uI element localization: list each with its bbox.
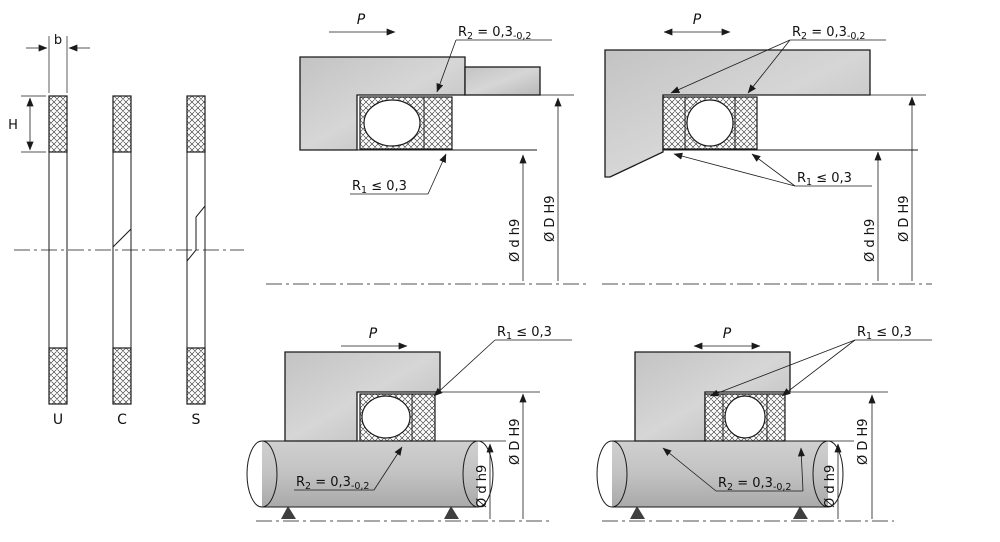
leader-line: [709, 339, 856, 397]
leader-line: [673, 152, 796, 187]
r1-label: R1 ≤ 0,3: [352, 179, 407, 196]
shaft-break-mark: [444, 506, 459, 519]
cut-line: [112, 228, 132, 248]
leader-line: [781, 339, 856, 397]
rod-diameter-label: Ø d h9: [823, 465, 838, 508]
pressure-label: P: [357, 12, 366, 28]
gland-section: [464, 66, 541, 96]
rod-body: [612, 441, 828, 507]
profile-u: U: [48, 95, 68, 428]
bore-diameter-label: Ø D H9: [897, 195, 912, 242]
housing-section: [284, 351, 441, 442]
shaft-break-mark: [630, 506, 645, 519]
r1-annotation: R1 ≤ 0,3: [350, 153, 447, 196]
rod-body: [262, 441, 478, 507]
seal-diagram-housing-single: P R2 = 0,3-0,2 R1 ≤ 0,3 Ø d h9 Ø D H9: [266, 12, 586, 285]
bore-diameter-label: Ø D H9: [508, 418, 523, 465]
seal-diagram-shaft-single: P R1 ≤ 0,3 R2 = 0,3-0,2 Ø d h9: [246, 325, 572, 522]
leader-line: [433, 339, 496, 397]
o-ring: [686, 99, 734, 147]
dim-bore-diameter: Ø D H9: [856, 394, 876, 519]
dimension-b: b: [26, 33, 90, 93]
ring-section: [186, 347, 206, 405]
leader-line: [436, 39, 457, 93]
o-ring: [363, 99, 421, 147]
profile-s: S: [186, 95, 206, 428]
dim-rod-diameter: Ø d h9: [823, 443, 842, 519]
r1-label: R1 ≤ 0,3: [497, 325, 552, 342]
rod-diameter-label: Ø d h9: [863, 219, 878, 262]
pressure-label: P: [723, 326, 732, 342]
leader-line: [797, 447, 805, 492]
width-label: b: [54, 33, 62, 48]
rod: [246, 440, 494, 508]
rod-diameter-label: Ø d h9: [475, 465, 490, 508]
r1-label: R1 ≤ 0,3: [797, 171, 852, 188]
r1-annotation: R1 ≤ 0,3: [709, 325, 932, 397]
profile-c: C: [112, 95, 132, 428]
dim-bore-diameter: Ø D H9: [897, 96, 916, 281]
r2-label: R2 = 0,3-0,2: [718, 476, 791, 493]
shaft-break-mark: [793, 506, 808, 519]
r2-annotation: R2 = 0,3-0,2: [670, 25, 886, 94]
ring-section: [112, 95, 132, 153]
shaft-break-mark: [281, 506, 296, 519]
r1-label: R1 ≤ 0,3: [857, 325, 912, 342]
profile-label-s: S: [192, 412, 201, 428]
ring-section: [48, 95, 68, 153]
r1-annotation: R1 ≤ 0,3: [673, 152, 872, 188]
r2-label: R2 = 0,3-0,2: [458, 25, 531, 42]
profile-section: b H U C: [8, 33, 244, 428]
bore-diameter-label: Ø D H9: [543, 195, 558, 242]
ring-section: [48, 347, 68, 405]
pressure-label: P: [693, 12, 702, 28]
cut-line: [186, 205, 206, 262]
r2-annotation: R2 = 0,3-0,2: [662, 447, 805, 493]
leader-line: [427, 153, 447, 195]
seal-diagram-shaft-double: P R1 ≤ 0,3 R2 = 0,3-0,2: [596, 325, 932, 522]
r1-annotation: R1 ≤ 0,3: [433, 325, 572, 397]
dim-rod-diameter: Ø d h9: [508, 154, 527, 281]
ring-section: [112, 347, 132, 405]
leader-line: [670, 39, 791, 94]
leader-line: [662, 447, 717, 492]
bore-diameter-label: Ø D H9: [856, 418, 871, 465]
leader-line: [747, 39, 791, 94]
housing-section: [634, 351, 791, 442]
r2-label: R2 = 0,3-0,2: [792, 25, 865, 42]
leader-line: [751, 153, 796, 187]
dim-rod-diameter: Ø d h9: [863, 151, 882, 281]
ring-section: [186, 95, 206, 153]
height-label: H: [8, 118, 18, 133]
pressure-label: P: [369, 326, 378, 342]
housing-section: [299, 56, 466, 151]
dim-bore-diameter: Ø D H9: [508, 393, 527, 519]
rod: [596, 440, 844, 508]
r2-annotation: R2 = 0,3-0,2: [294, 446, 403, 492]
r2-annotation: R2 = 0,3-0,2: [436, 25, 552, 93]
dim-rod-diameter: Ø d h9: [475, 443, 494, 519]
seal-diagram-housing-double: P R2 = 0,3-0,2 R1 ≤ 0,3 Ø d h9 Ø D H9: [602, 12, 932, 285]
dim-bore-diameter: Ø D H9: [543, 97, 562, 281]
r2-label: R2 = 0,3-0,2: [296, 475, 369, 492]
dimension-h: H: [8, 95, 46, 153]
o-ring: [724, 395, 766, 439]
o-ring: [361, 395, 411, 439]
leader-line: [373, 446, 403, 491]
rod-diameter-label: Ø d h9: [508, 219, 523, 262]
profile-label-c: C: [117, 412, 127, 428]
profile-label-u: U: [53, 412, 63, 428]
